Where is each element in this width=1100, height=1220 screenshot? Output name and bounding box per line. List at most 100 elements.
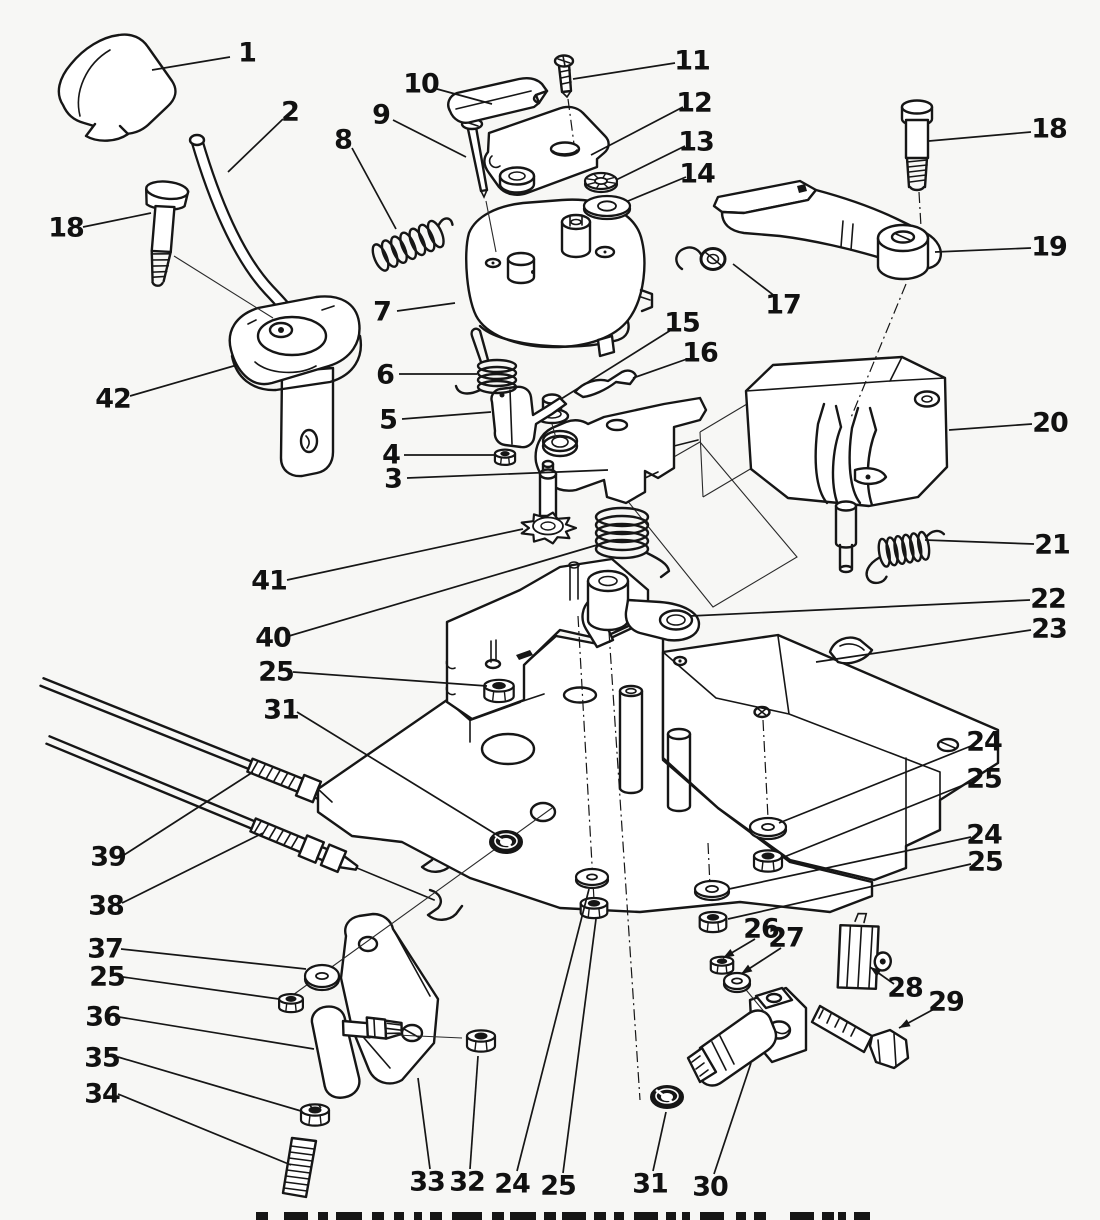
bracket-housing-20 (700, 357, 947, 572)
shoulder-bolt-18-shape (906, 120, 928, 158)
pivot-base-42 (230, 296, 361, 476)
bracket-23-shape (830, 638, 872, 664)
leader-line (925, 540, 1034, 544)
blade-plate-10-shape (448, 78, 547, 123)
star-wheel-41-shape (541, 522, 555, 530)
callout-2: 2 (228, 97, 300, 173)
callout-number: 30 (692, 1172, 728, 1203)
pivot-base-42-shape (270, 323, 292, 337)
cropped-caption-fragment (790, 1212, 814, 1220)
bracket-plate-3-shape (552, 437, 568, 447)
nut-35-shape (309, 1115, 310, 1124)
callout-26: 26 (723, 914, 780, 959)
callout-31: 31 (632, 1112, 669, 1200)
leader-arrowhead (723, 948, 735, 958)
screw-11-shape (558, 56, 571, 97)
spring-8-shape (416, 223, 438, 253)
callout-27: 27 (741, 923, 805, 975)
callout-number: 40 (255, 623, 291, 654)
callout-35: 35 (84, 1043, 301, 1112)
bracket-housing-20-shape (746, 357, 947, 506)
leader-line (949, 424, 1032, 430)
callout-31: 31 (263, 695, 502, 839)
shoulder-bolt-18 (902, 101, 932, 191)
callout-number: 36 (85, 1002, 121, 1033)
callout-number: 20 (1032, 408, 1068, 439)
bracket-33-shape (359, 937, 377, 951)
pivot-pin-shape (620, 686, 642, 696)
leader-arrowhead (870, 967, 882, 977)
bolt-29-shape (870, 1030, 908, 1068)
pivot-base-42-shape (232, 336, 361, 390)
housing-7-shape (641, 290, 652, 311)
housing-7-shape (486, 259, 500, 267)
callout-3: 3 (384, 464, 608, 495)
callout-42: 42 (95, 365, 237, 415)
callout-number: 4 (382, 440, 400, 471)
callout-number: 34 (84, 1079, 120, 1110)
spring-40-shape (596, 516, 648, 534)
pin-36 (311, 999, 409, 1100)
callout-14: 14 (628, 159, 716, 202)
callout-number: 28 (887, 973, 923, 1004)
callout-38: 38 (88, 833, 263, 922)
shoulder-bolt-18-shape (907, 158, 927, 190)
leader-arrowhead (741, 964, 753, 974)
wire-link-16-shape (575, 371, 636, 397)
callout-number: 24 (494, 1169, 530, 1200)
callout-number: 25 (540, 1171, 576, 1202)
spring-clip-17-shape (705, 252, 722, 266)
upper-plate-shape (569, 562, 579, 568)
spring-8-shape (370, 242, 392, 272)
leader-line (437, 89, 492, 104)
pivot-base-42-shape (230, 296, 360, 384)
nut-25 (279, 994, 303, 1012)
cropped-caption-fragment (614, 1212, 624, 1220)
bracket-housing-20-shape (922, 396, 932, 402)
bracket-plate-3-shape (543, 436, 577, 456)
leader-line (784, 782, 971, 857)
nut-25-shape (706, 913, 720, 921)
blade-plate-10-shape (536, 91, 547, 103)
pin-36-shape (366, 1016, 387, 1041)
hardware (279, 173, 786, 1126)
axis-line (174, 256, 273, 318)
spring-8-shape (379, 238, 401, 268)
callout-number: 24 (966, 820, 1002, 851)
lever-arm-19-shape (896, 234, 910, 240)
spring-21-shape (877, 538, 892, 567)
nut-25 (484, 680, 513, 702)
spring-8-shape (437, 217, 453, 230)
leader-line (228, 119, 283, 172)
bracket-23-shape (840, 644, 864, 650)
bracket-33-shape (341, 914, 438, 1083)
washer-27-shape (732, 978, 742, 983)
callout-23: 23 (816, 614, 1068, 663)
callout-18: 18 (929, 114, 1068, 145)
cropped-caption-fragment (544, 1212, 556, 1220)
leader-line (616, 146, 685, 180)
spring-40-shape (596, 524, 648, 542)
callout-13: 13 (616, 127, 715, 181)
spring-8-shape (406, 227, 428, 257)
bushing-31-shape (656, 1090, 672, 1102)
leader-line (352, 148, 396, 229)
star-wheel-shaft-shape (543, 461, 553, 467)
leader-line (397, 303, 455, 311)
leader-line (591, 107, 683, 155)
nut-35-shape (309, 1104, 321, 1108)
leader-line (517, 889, 589, 1171)
callout-number: 7 (373, 297, 391, 328)
clevis-pin-30-shape (767, 994, 781, 1002)
shoulder-bolt-18-shape (151, 205, 176, 253)
callout-number: 27 (768, 923, 804, 954)
bushing-31-shape (656, 1089, 678, 1103)
axis-line (919, 192, 921, 227)
housing-7-shape (508, 253, 534, 265)
pivot-base-42-shape (278, 327, 284, 333)
upper-plate-shape (570, 565, 578, 600)
bushing-31 (651, 1086, 683, 1108)
washer-13-shape (594, 174, 598, 178)
callout-number: 19 (1031, 232, 1067, 263)
callout-number: 25 (966, 764, 1002, 795)
